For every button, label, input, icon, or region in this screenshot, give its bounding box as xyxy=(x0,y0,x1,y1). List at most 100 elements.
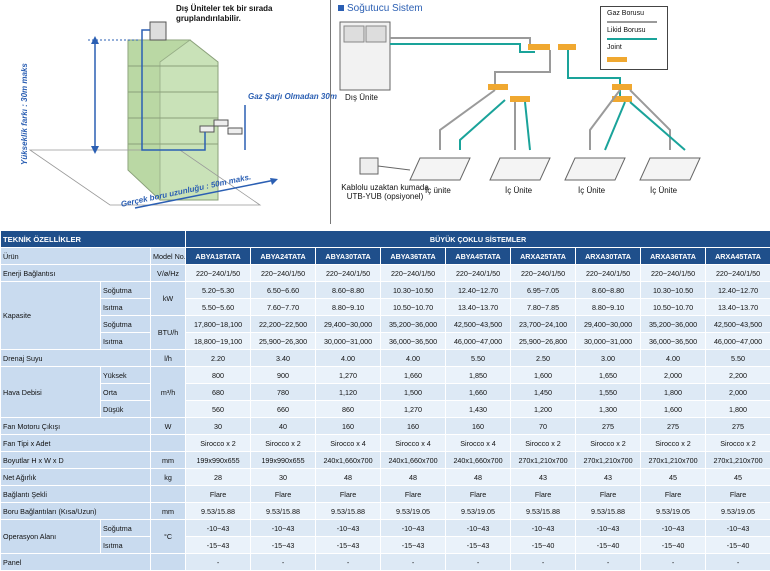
cell-value: 5.50 xyxy=(446,350,511,367)
cell-value: Flare xyxy=(446,486,511,503)
cell-value: - xyxy=(511,554,576,571)
row-unit: mm xyxy=(151,452,186,469)
cell-value: 6.95~7.05 xyxy=(511,282,576,299)
cell-value: 275 xyxy=(576,418,641,435)
cell-value: - xyxy=(576,554,641,571)
cell-value: 199x990x655 xyxy=(251,452,316,469)
row-sublabel: Isıtma xyxy=(101,537,151,554)
cell-value: 7.80~7.85 xyxy=(511,299,576,316)
cell-value: -10~43 xyxy=(186,520,251,537)
cell-value: Flare xyxy=(381,486,446,503)
cell-value: 43 xyxy=(511,469,576,486)
row-label: Fan Motoru Çıkışı xyxy=(1,418,151,435)
cell-value: - xyxy=(251,554,316,571)
cell-value: 10.30~10.50 xyxy=(641,282,706,299)
cell-value: 17,800~18,100 xyxy=(186,316,251,333)
cell-value: 780 xyxy=(251,384,316,401)
cell-value: 48 xyxy=(316,469,381,486)
cell-value: -10~43 xyxy=(641,520,706,537)
cell-value: 18,800~19,100 xyxy=(186,333,251,350)
cell-value: 220~240/1/50 xyxy=(316,265,381,282)
row-sublabel: Yüksek xyxy=(101,367,151,384)
cell-value: 1,660 xyxy=(446,384,511,401)
cell-value: Flare xyxy=(706,486,770,503)
cell-value: - xyxy=(186,554,251,571)
cell-value: Sirocco x 2 xyxy=(576,435,641,452)
row-sublabel: Soğutma xyxy=(101,282,151,299)
cell-value: 29,400~30,000 xyxy=(316,316,381,333)
cell-value: 8.60~8.80 xyxy=(576,282,641,299)
table-row: Panel--------- xyxy=(1,554,770,571)
model-header-5: ARXA25TATA xyxy=(511,248,576,265)
roof-outdoor-unit xyxy=(150,22,166,40)
cell-value: 10.50~10.70 xyxy=(381,299,446,316)
row-sublabel: Orta xyxy=(101,384,151,401)
model-header-4: ABYA45TATA xyxy=(446,248,511,265)
row-unit: W xyxy=(151,418,186,435)
cell-value: 1,450 xyxy=(511,384,576,401)
cell-value: 680 xyxy=(186,384,251,401)
cell-value: 220~240/1/50 xyxy=(186,265,251,282)
cell-value: 4.00 xyxy=(381,350,446,367)
cell-value: 1,550 xyxy=(576,384,641,401)
cell-value: 220~240/1/50 xyxy=(641,265,706,282)
cell-value: -15~40 xyxy=(641,537,706,554)
legend-liquid-label: Likid Borusu xyxy=(607,27,646,34)
cell-value: 240x1,660x700 xyxy=(381,452,446,469)
cell-value: 36,000~36,500 xyxy=(381,333,446,350)
cell-value: Flare xyxy=(511,486,576,503)
cell-value: 7.60~7.70 xyxy=(251,299,316,316)
cell-value: 275 xyxy=(706,418,770,435)
cell-value: Sirocco x 2 xyxy=(706,435,770,452)
cell-value: 30,000~31,000 xyxy=(576,333,641,350)
cell-value: 1,650 xyxy=(576,367,641,384)
row-label: Boru Bağlantıları (Kısa/Uzun) xyxy=(1,503,151,520)
cell-value: 220~240/1/50 xyxy=(511,265,576,282)
cell-value: -15~43 xyxy=(251,537,316,554)
row-unit: mm xyxy=(151,503,186,520)
row-unit: BTU/h xyxy=(151,316,186,350)
cell-value: 13.40~13.70 xyxy=(446,299,511,316)
cell-value: 1,800 xyxy=(641,384,706,401)
cell-value: -10~43 xyxy=(381,520,446,537)
cell-value: 8.60~8.80 xyxy=(316,282,381,299)
cell-value: 4.00 xyxy=(641,350,706,367)
cell-value: Flare xyxy=(641,486,706,503)
controller-box xyxy=(360,158,378,174)
row-label: Hava Debisi xyxy=(1,367,101,418)
cell-value: 220~240/1/50 xyxy=(446,265,511,282)
cell-value: 199x990x655 xyxy=(186,452,251,469)
cell-value: 5.50 xyxy=(706,350,770,367)
cell-value: - xyxy=(446,554,511,571)
legend-gas-swatch xyxy=(607,21,657,23)
cell-value: 1,300 xyxy=(576,401,641,418)
cell-value: -15~43 xyxy=(316,537,381,554)
cell-value: 160 xyxy=(446,418,511,435)
cell-value: -10~43 xyxy=(316,520,381,537)
cell-value: -10~43 xyxy=(576,520,641,537)
row-unit xyxy=(151,435,186,452)
cell-value: 9.53/19.05 xyxy=(641,503,706,520)
cell-value: 30 xyxy=(186,418,251,435)
row-label: Drenaj Suyu xyxy=(1,350,151,367)
cell-value: 25,900~26,300 xyxy=(251,333,316,350)
cell-value: 42,500~43,500 xyxy=(706,316,770,333)
cell-value: 1,200 xyxy=(511,401,576,418)
cell-value: Flare xyxy=(186,486,251,503)
gas-charge-label: Gaz Şarjı Olmadan 30m xyxy=(248,92,338,102)
cell-value: 2,200 xyxy=(706,367,770,384)
table-row: Isıtma-15~43-15~43-15~43-15~43-15~43-15~… xyxy=(1,537,770,554)
cell-value: Sirocco x 2 xyxy=(251,435,316,452)
model-header-6: ARXA30TATA xyxy=(576,248,641,265)
cell-value: - xyxy=(381,554,446,571)
cell-value: 220~240/1/50 xyxy=(251,265,316,282)
cell-value: 8.80~9.10 xyxy=(576,299,641,316)
